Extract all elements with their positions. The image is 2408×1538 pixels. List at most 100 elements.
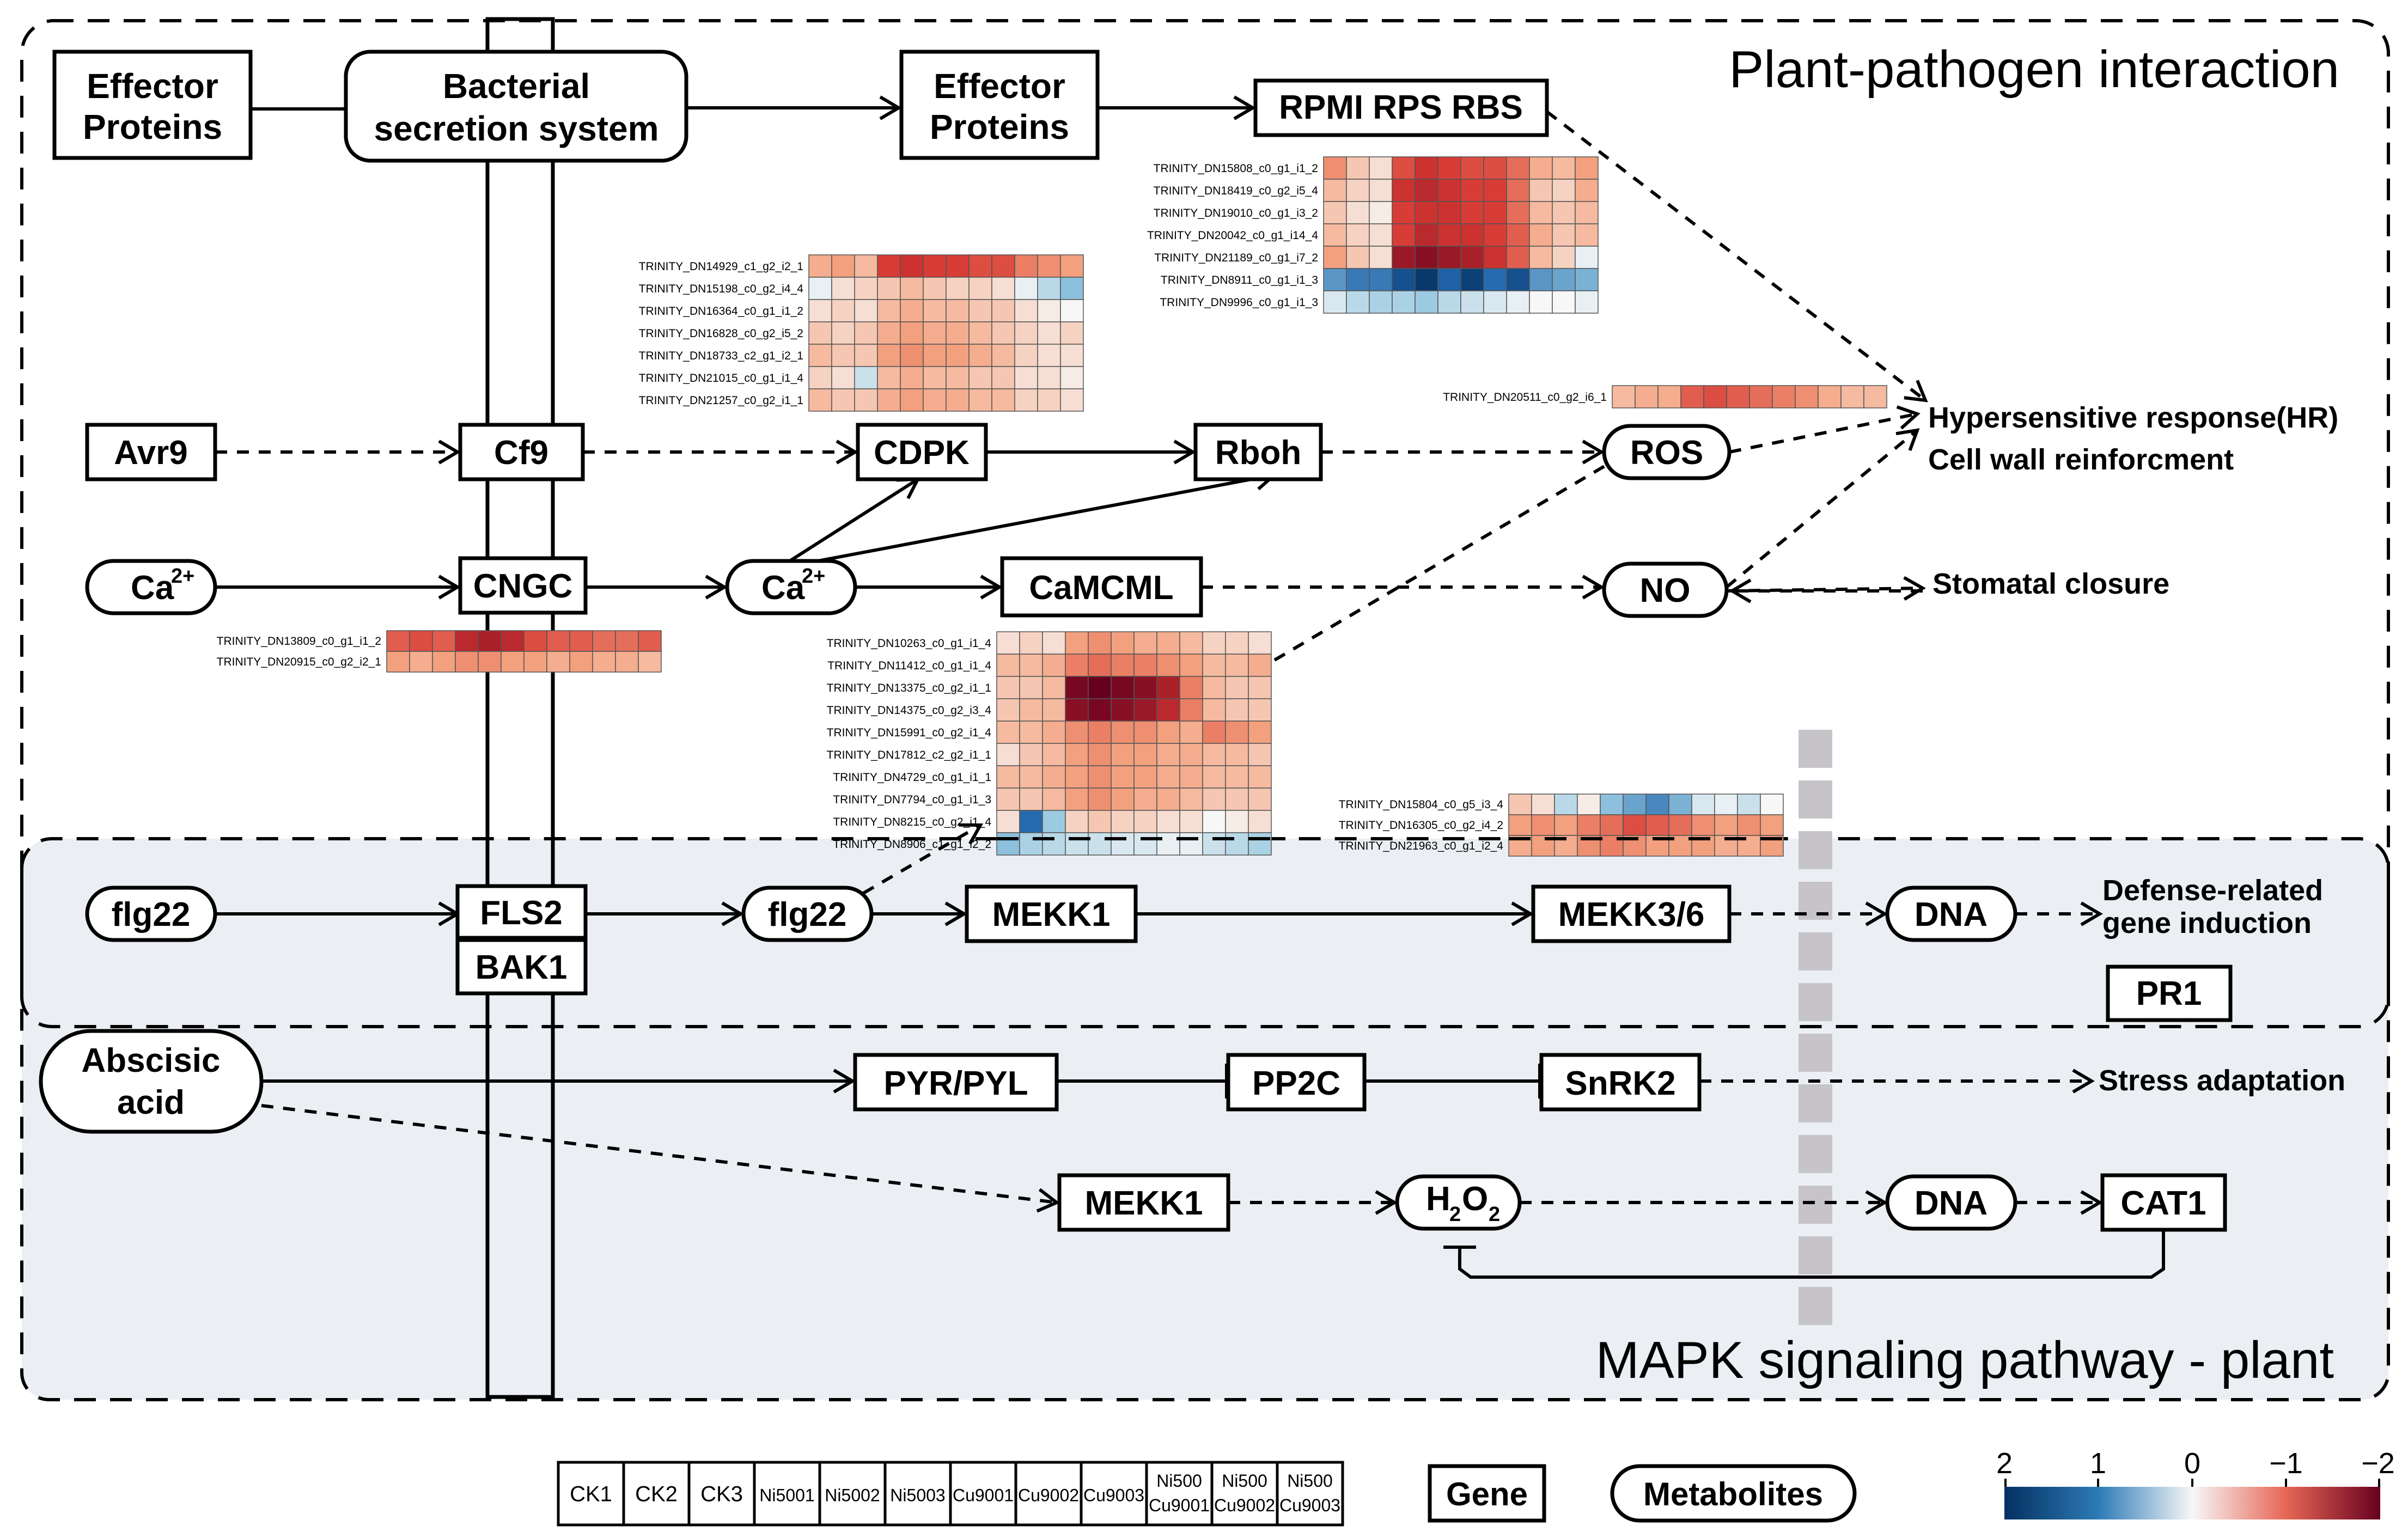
heatmap-cell <box>991 321 1015 345</box>
heatmap-cell <box>1179 743 1203 766</box>
sample-legend-label: Ni500 <box>1156 1471 1202 1491</box>
heatmap-cell <box>1179 698 1203 722</box>
heatmap-cell <box>1749 385 1773 408</box>
heatmap-cell <box>1415 179 1438 202</box>
h2o2-sub2: 2 <box>1489 1203 1500 1226</box>
heatmap-cell <box>1156 765 1180 789</box>
divider-segment <box>1799 730 1832 768</box>
camcml-label: CaMCML <box>1029 569 1173 607</box>
heatmap-cell <box>1088 743 1112 766</box>
heatmap-cell <box>1392 290 1416 314</box>
heatmap-cell <box>831 366 855 389</box>
heatmap-cell <box>1019 765 1043 789</box>
ca2-label: Ca <box>761 569 805 607</box>
effector-proteins-1-line2: Proteins <box>83 107 222 147</box>
heatmap-cell <box>1529 156 1553 180</box>
heatmap-cell <box>923 299 947 322</box>
heatmap-row-label: TRINITY_DN19010_c0_g1_i3_2 <box>1154 207 1318 219</box>
heatmap-cell <box>1156 698 1180 722</box>
heatmap-cell <box>1014 299 1038 322</box>
heatmap-cell <box>1156 721 1180 744</box>
gene-bak1: BAK1 <box>455 938 588 996</box>
heatmap-cell <box>1156 810 1180 833</box>
heatmap-cell <box>1691 794 1715 815</box>
heatmap-cell <box>900 299 924 322</box>
heatmap-cell <box>1772 385 1796 408</box>
heatmap-cell <box>1225 788 1249 811</box>
heatmap-cell <box>877 321 901 345</box>
heatmap-cell <box>546 651 570 673</box>
gene-rpmi-rps-rbs: RPMI RPS RBS <box>1253 78 1549 137</box>
heatmap-row-label: TRINITY_DN16305_c0_g2_i4_2 <box>1339 819 1503 832</box>
edge-cngc-ca-head <box>705 575 728 600</box>
gene-camcml: CaMCML <box>1000 556 1203 618</box>
heatmap-cell <box>1019 654 1043 677</box>
plant-pathogen-region <box>20 19 2390 1028</box>
metabolite-ca-2: Ca 2+ <box>725 559 857 615</box>
heatmap-cell <box>1156 654 1180 677</box>
heatmap-cell <box>1088 765 1112 789</box>
heatmap-cell <box>968 254 992 278</box>
heatmap-cell <box>1737 814 1761 836</box>
heatmap-cell <box>1060 321 1084 345</box>
heatmap-cell <box>1111 631 1135 655</box>
gene-cf9: Cf9 <box>458 423 585 481</box>
heatmap-cell <box>1248 698 1272 722</box>
heatmap-cell <box>1506 290 1530 314</box>
heatmap-cell <box>1460 290 1484 314</box>
heatmap-cell <box>1014 388 1038 412</box>
heatmap-cell <box>1019 743 1043 766</box>
heatmap-cell <box>1437 179 1461 202</box>
heatmap-cell <box>877 344 901 367</box>
heatmap-cell <box>1111 765 1135 789</box>
heatmap-cell <box>854 277 878 300</box>
heatmap-cell <box>968 366 992 389</box>
heatmap-cell <box>1111 832 1135 856</box>
sample-legend-cell <box>1014 1461 1083 1527</box>
heatmap-cell <box>1460 246 1484 269</box>
heatmap-cell <box>1042 676 1066 699</box>
heatmap-cell <box>1060 254 1084 278</box>
heatmap-cell <box>1552 268 1576 291</box>
heatmap-cell <box>1133 631 1157 655</box>
pyr-label: PYR/PYL <box>883 1065 1028 1102</box>
heatmap-cell <box>1506 179 1530 202</box>
edge-camcml-heatmap-ros <box>1273 450 1630 662</box>
heatmap-cell <box>1065 721 1089 744</box>
heatmap-cell <box>1019 810 1043 833</box>
edge-ca-rboh <box>803 473 1275 565</box>
heatmap-cell <box>1225 832 1249 856</box>
gene-mekk36: MEKK3/6 <box>1531 884 1732 943</box>
heatmap-cell <box>1600 794 1624 815</box>
heatmap-cell <box>1133 698 1157 722</box>
heatmap-cell <box>1323 156 1347 180</box>
heatmap-cell <box>1552 290 1576 314</box>
heatmap-row-label: TRINITY_DN16364_c0_g1_i1_2 <box>639 305 803 318</box>
edge-secretion-effector-head <box>879 95 902 120</box>
heatmap-cell <box>432 651 456 673</box>
ca1-label: Ca <box>131 569 174 607</box>
heatmap-cell <box>1225 765 1249 789</box>
fls2-label: FLS2 <box>480 894 563 932</box>
heatmap-cell <box>1369 156 1393 180</box>
heatmap-row-label: TRINITY_DN20915_c0_g2_i2_1 <box>217 656 381 668</box>
outcome-defense-line1: Defense-related <box>2102 874 2323 907</box>
heatmap-cell <box>1065 810 1089 833</box>
heatmap-cell <box>946 366 970 389</box>
scale-tick-marks <box>2004 1479 2380 1487</box>
heatmap-cell <box>1531 814 1555 836</box>
edge-no-stomatal-head <box>1903 576 1926 601</box>
sample-legend-label: Ni500 <box>1222 1471 1267 1491</box>
edge-mekk36-dna-head <box>1865 901 1888 926</box>
snrk2-label: SnRK2 <box>1565 1065 1675 1102</box>
heatmap-row-label: TRINITY_DN13375_c0_g2_i1_1 <box>827 682 991 694</box>
heatmap-row-label: TRINITY_DN17812_c2_g2_i1_1 <box>827 749 991 761</box>
heatmap-cell <box>854 366 878 389</box>
heatmap-cell <box>1531 794 1555 815</box>
heatmap-cell <box>1202 676 1226 699</box>
edge-rboh-ros-head <box>1582 440 1605 465</box>
heatmap-cell <box>1088 788 1112 811</box>
legend-metabolites-label: Metabolites <box>1643 1476 1823 1512</box>
edge-rpmi-hr-head <box>1904 380 1928 402</box>
